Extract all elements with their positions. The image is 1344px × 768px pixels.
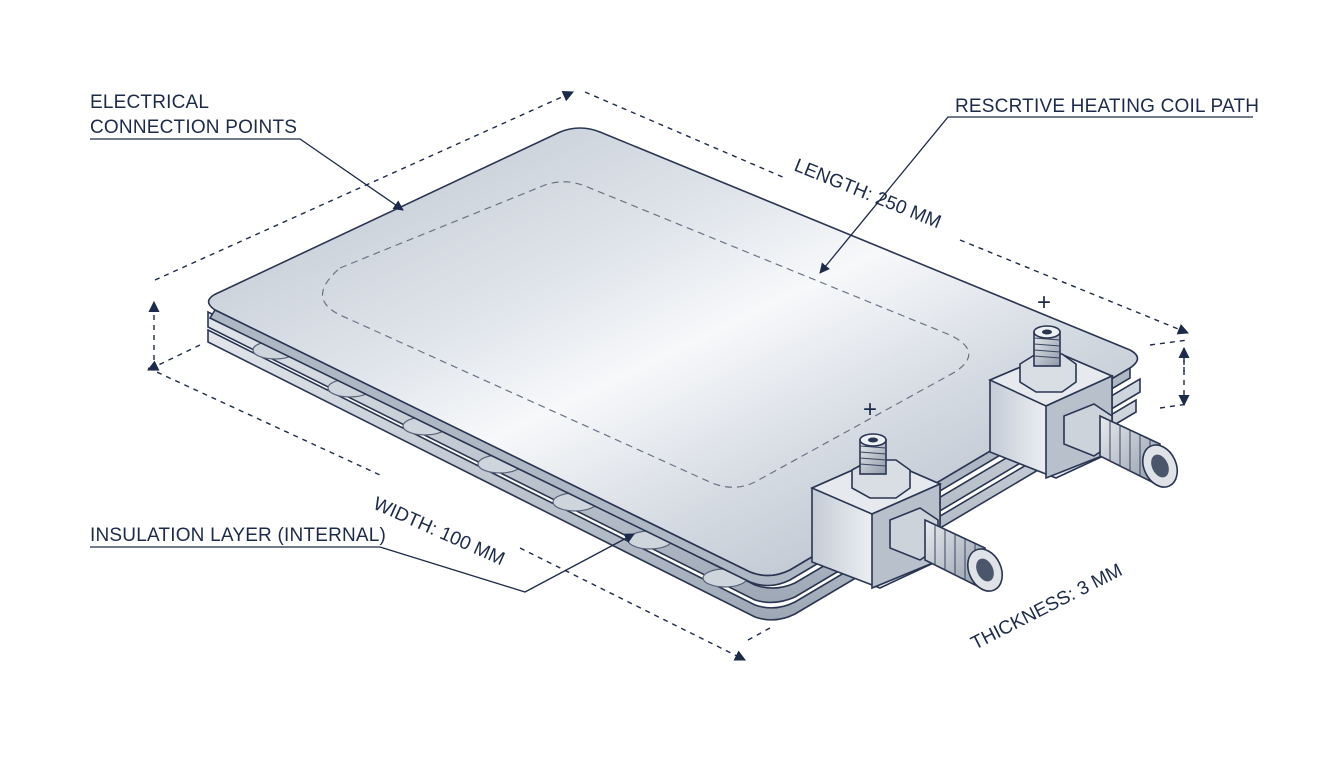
width-label: WIDTH: 100 MM <box>370 493 508 570</box>
leader-lines <box>90 116 1253 593</box>
dimension-lines <box>146 91 1190 661</box>
insulation-leader <box>90 533 635 593</box>
electrical-label-line2: CONNECTION POINTS <box>90 117 297 138</box>
terminal-left-polarity: + <box>863 396 877 423</box>
coil-leader <box>819 116 1253 274</box>
coil-path-outline <box>322 181 970 488</box>
electrical-leader <box>90 138 404 211</box>
thickness-ext-a <box>1149 339 1189 346</box>
width-dim-a <box>147 367 381 476</box>
length-dim-left <box>154 91 575 281</box>
width-dim-b <box>519 547 747 661</box>
terminal-left[interactable]: + <box>810 396 1009 597</box>
terminal-right-polarity: + <box>1037 289 1051 316</box>
width-dim-start <box>146 344 201 371</box>
top-plate-face <box>207 127 1139 577</box>
electrical-label-line1: ELECTRICAL <box>90 92 209 113</box>
length-dim-right-b <box>959 239 1190 335</box>
top-plate-front-edge <box>208 308 1131 587</box>
insulation-label: INSULATION LAYER (INTERNAL) <box>90 525 386 546</box>
terminal-right[interactable]: + <box>988 289 1184 493</box>
width-dim-end <box>747 627 771 641</box>
length-dim-right-a <box>584 91 786 179</box>
coil-path-label: RESCRTIVE HEATING COIL PATH <box>955 96 1259 117</box>
top-plate <box>207 127 1139 587</box>
thickness-ext-b <box>1159 403 1189 409</box>
